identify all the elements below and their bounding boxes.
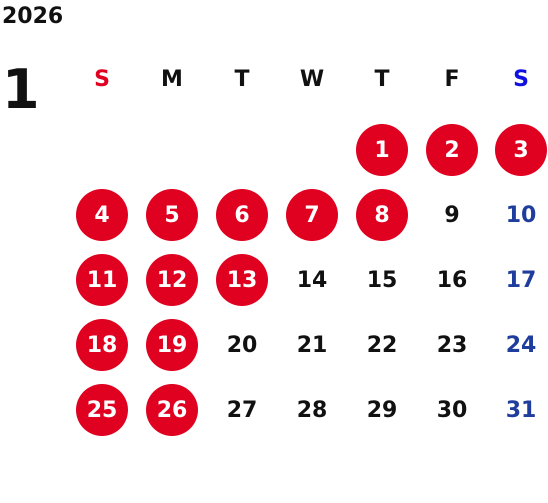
day-9[interactable]: 9: [444, 202, 460, 228]
day-10[interactable]: 10: [505, 202, 537, 228]
day-17[interactable]: 17: [505, 267, 537, 293]
day-21[interactable]: 21: [296, 332, 328, 358]
day-29[interactable]: 29: [366, 397, 398, 423]
day-31[interactable]: 31: [505, 397, 537, 423]
day-27[interactable]: 27: [226, 397, 258, 423]
day-13[interactable]: 13: [216, 254, 268, 306]
day-22[interactable]: 22: [366, 332, 398, 358]
weekday-header-friday: F: [444, 67, 460, 92]
day-30[interactable]: 30: [436, 397, 468, 423]
weekday-header-tuesday: T: [234, 67, 250, 92]
day-3[interactable]: 3: [495, 124, 547, 176]
weekday-header-saturday: S: [513, 67, 529, 92]
weekday-header-thursday: T: [374, 67, 390, 92]
day-8[interactable]: 8: [356, 189, 408, 241]
day-24[interactable]: 24: [505, 332, 537, 358]
day-12[interactable]: 12: [146, 254, 198, 306]
day-28[interactable]: 28: [296, 397, 328, 423]
day-14[interactable]: 14: [296, 267, 328, 293]
day-11[interactable]: 11: [76, 254, 128, 306]
weekday-header-monday: M: [161, 67, 183, 92]
day-6[interactable]: 6: [216, 189, 268, 241]
day-1[interactable]: 1: [356, 124, 408, 176]
day-26[interactable]: 26: [146, 384, 198, 436]
day-18[interactable]: 18: [76, 319, 128, 371]
weekday-header-sunday: S: [94, 67, 110, 92]
day-25[interactable]: 25: [76, 384, 128, 436]
day-7[interactable]: 7: [286, 189, 338, 241]
day-4[interactable]: 4: [76, 189, 128, 241]
day-15[interactable]: 15: [366, 267, 398, 293]
day-16[interactable]: 16: [436, 267, 468, 293]
month-label: 1: [2, 58, 40, 121]
day-5[interactable]: 5: [146, 189, 198, 241]
day-23[interactable]: 23: [436, 332, 468, 358]
day-20[interactable]: 20: [226, 332, 258, 358]
day-2[interactable]: 2: [426, 124, 478, 176]
year-label: 2026: [2, 4, 64, 29]
weekday-header-wednesday: W: [299, 67, 325, 92]
day-19[interactable]: 19: [146, 319, 198, 371]
